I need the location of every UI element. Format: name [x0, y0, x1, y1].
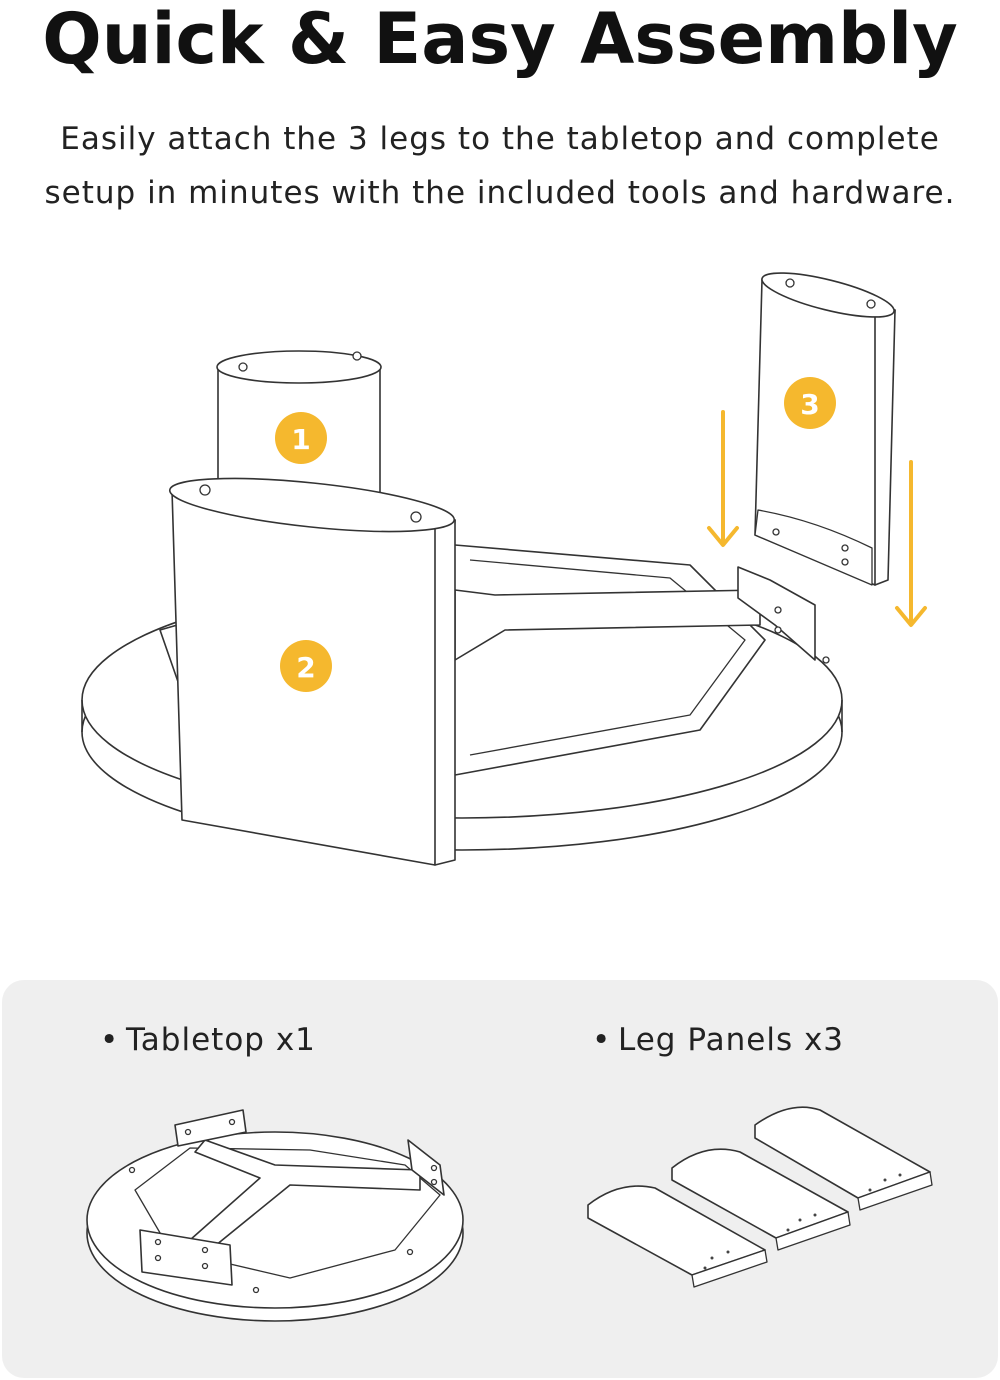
step-badge-1: 1 — [275, 412, 327, 464]
page-title: Quick & Easy Assembly — [42, 0, 958, 80]
tabletop-part-image — [86, 1109, 464, 1322]
step-number: 1 — [291, 423, 310, 456]
leg-panels-part-image — [587, 1106, 933, 1288]
step-badge-2: 2 — [280, 640, 332, 692]
bullet: • — [592, 1022, 612, 1058]
step-badge-3: 3 — [784, 377, 836, 429]
leg-panel-3-drawing — [754, 272, 896, 586]
part-label-leg-panels: •Leg Panels x3 — [592, 1022, 844, 1058]
part-name: Leg Panels x3 — [618, 1022, 845, 1058]
down-arrow-icon — [707, 410, 739, 547]
step-number: 3 — [800, 388, 819, 421]
down-arrow-icon — [895, 460, 927, 627]
bullet: • — [100, 1022, 120, 1058]
part-name: Tabletop x1 — [126, 1022, 316, 1058]
part-label-tabletop: •Tabletop x1 — [100, 1022, 316, 1058]
assembly-illustration: 1 2 3 — [81, 272, 927, 866]
step-number: 2 — [296, 651, 315, 684]
page-subtitle: Easily attach the 3 legs to the tabletop… — [44, 121, 956, 211]
